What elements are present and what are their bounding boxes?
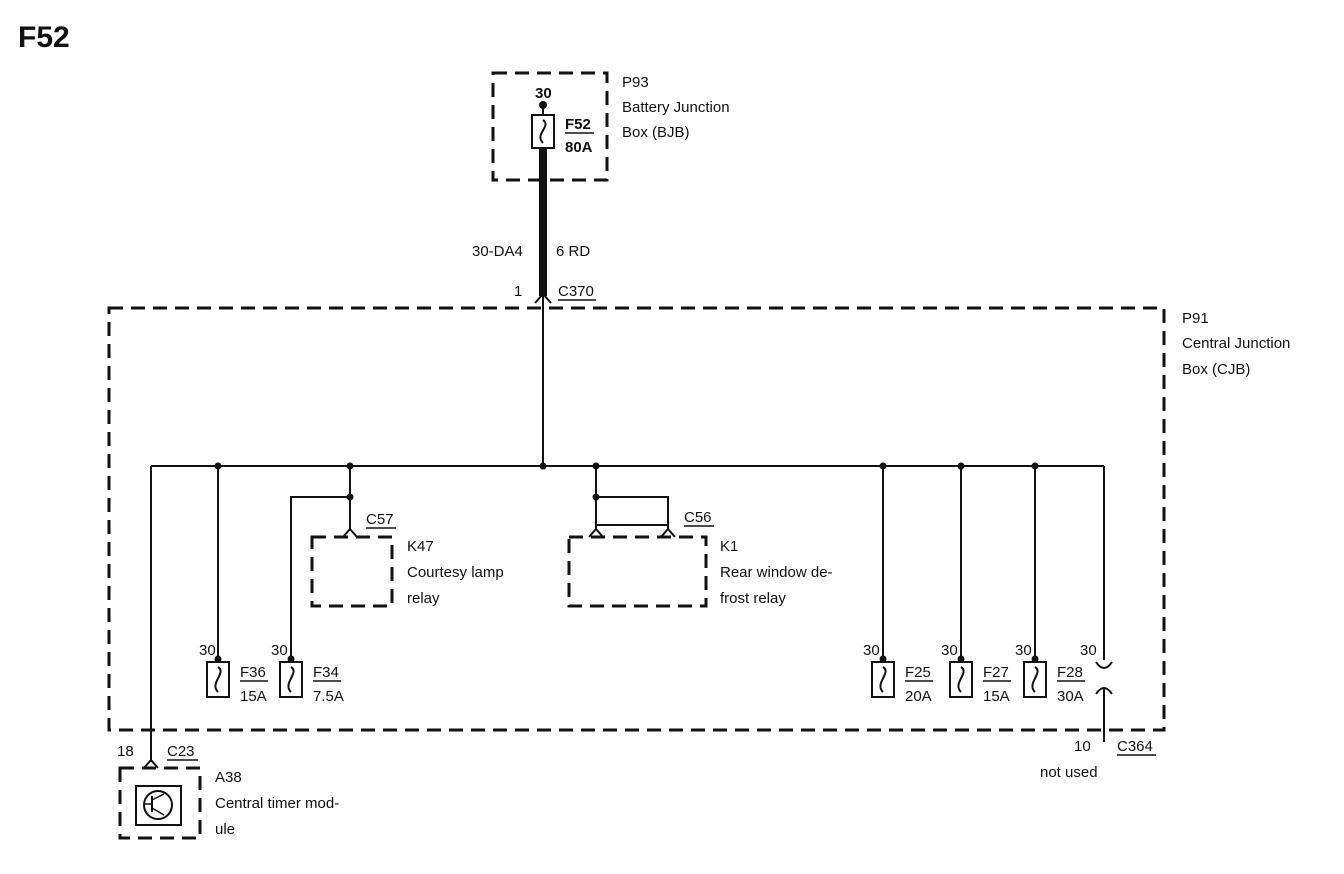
fuse-f25-pin-dot	[879, 655, 887, 663]
fuse-f36-pin-dot	[214, 655, 222, 663]
relay-k1-id: K1	[720, 538, 738, 555]
fuse-f34-id: F34	[313, 664, 339, 681]
diagram-title: F52	[18, 21, 70, 54]
fuse-f36-element	[214, 666, 222, 693]
fuse-f28	[1023, 661, 1047, 698]
relay-k1	[567, 535, 708, 608]
relay-k1-name-line1: Rear window de-	[720, 564, 833, 581]
relay-k47-id: K47	[407, 538, 434, 555]
fuse-f27	[949, 661, 973, 698]
bjb-id: P93	[622, 74, 649, 91]
fuse-f52-element	[539, 119, 547, 144]
fuse-f28-pin-dot	[1031, 655, 1039, 663]
fuse-f27-pin-dot	[957, 655, 965, 663]
central-junction-box	[107, 306, 1166, 732]
fuse-f36-rating: 15A	[240, 688, 267, 705]
f34-feed-wire	[290, 496, 350, 659]
cable-gauge-color: 6 RD	[556, 243, 590, 260]
transistor-icon-frame	[135, 785, 182, 826]
bjb-pin-label: 30	[535, 85, 552, 102]
fuse-f28-id: F28	[1057, 664, 1083, 681]
fuse-f28-pin: 30	[1015, 642, 1032, 659]
transistor-icon-collector	[151, 793, 165, 801]
c364-connector: C364	[1117, 738, 1153, 755]
relay-k47-name-line2: relay	[407, 590, 440, 607]
fuse-f25-pin: 30	[863, 642, 880, 659]
fuse-f28-rating: 30A	[1057, 688, 1084, 705]
fuse-f36-id: F36	[240, 664, 266, 681]
fuse-f27-element	[957, 666, 965, 693]
c57-connector-symbol	[342, 527, 358, 538]
battery-junction-box	[491, 71, 609, 182]
fuse-f27-rating: 15A	[983, 688, 1010, 705]
unused-slot-upper-terminal	[1095, 661, 1113, 669]
fuse-f25	[871, 661, 895, 698]
transistor-icon	[135, 785, 182, 826]
unused-slot-pin: 30	[1080, 642, 1097, 659]
cjb-id: P91	[1182, 310, 1209, 327]
fuse-f52-rating: 80A	[565, 139, 593, 156]
fuse-f34-pin-dot	[287, 655, 295, 663]
bjb-name-line1: Battery Junction	[622, 99, 730, 116]
central-timer-module	[118, 766, 202, 840]
fuse-f34-element	[287, 666, 295, 693]
transistor-icon-emitter	[151, 807, 165, 816]
cjb-name-line1: Central Junction	[1182, 335, 1290, 352]
cable-circuit: 30-DA4	[472, 243, 523, 260]
fuse-f36-pin: 30	[199, 642, 216, 659]
fuse-f34-rating: 7.5A	[313, 688, 344, 705]
bjb-name-line2: Box (BJB)	[622, 124, 690, 141]
k1-second-feed-wire	[596, 496, 669, 530]
transistor-icon-circle	[143, 790, 173, 820]
relay-k1-name-line2: frost relay	[720, 590, 786, 607]
c23-connector-symbol	[143, 758, 159, 769]
fuse-f34	[279, 661, 303, 698]
relay-k47	[310, 535, 394, 608]
relay-k47-name-line1: Courtesy lamp	[407, 564, 504, 581]
c23-connector: C23	[167, 743, 195, 760]
fuse-f27-id: F27	[983, 664, 1009, 681]
module-id: A38	[215, 769, 242, 786]
fuse-f25-id: F25	[905, 664, 931, 681]
fuse-f36	[206, 661, 230, 698]
fuse-f25-rating: 20A	[905, 688, 932, 705]
fuse-f28-element	[1031, 666, 1039, 693]
cjb-name-line2: Box (CJB)	[1182, 361, 1250, 378]
module-name-line1: Central timer mod-	[215, 795, 339, 812]
c370-connector: C370	[558, 283, 594, 300]
module-name-line2: ule	[215, 821, 235, 838]
c56-connector-symbol-1	[588, 527, 604, 538]
fuse-f52	[531, 114, 555, 149]
c57-connector: C57	[366, 511, 394, 528]
c364-note: not used	[1040, 764, 1098, 781]
fuse-f52-id: F52	[565, 116, 591, 133]
c56-connector: C56	[684, 509, 712, 526]
fuse-f25-element	[879, 666, 887, 693]
bus-junction-feed	[539, 462, 547, 470]
fuse-f34-pin: 30	[271, 642, 288, 659]
c370-pin: 1	[514, 283, 522, 300]
c364-pin: 10	[1074, 738, 1091, 755]
c370-connector-symbol	[534, 292, 552, 304]
c56-connector-symbol-2	[660, 527, 676, 538]
fuse-f27-pin: 30	[941, 642, 958, 659]
c23-pin: 18	[117, 743, 134, 760]
